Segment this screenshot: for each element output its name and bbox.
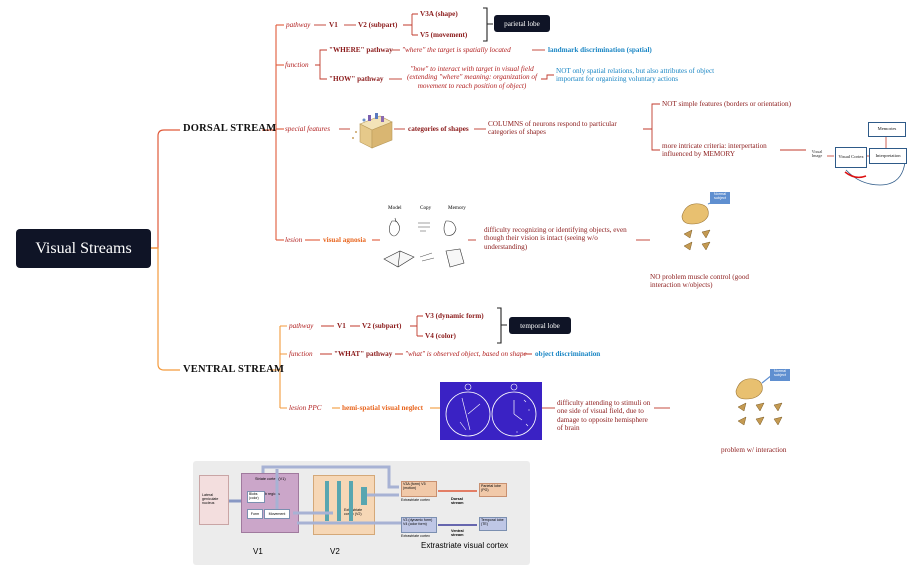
movement-box: Movement: [264, 509, 290, 519]
ventral-v2: V2 (subpart): [362, 322, 402, 330]
how-desc: "how" to interact with target in visual …: [406, 65, 538, 90]
grasping-hand-image-dorsal: Normal subject: [672, 192, 730, 260]
where-result: landmark discrimination (spatial): [548, 46, 652, 54]
neglect-clock-image: [440, 382, 542, 440]
what-pathway: "WHAT" pathway: [334, 350, 393, 358]
ventral-stream-node[interactable]: VENTRAL STREAM: [183, 364, 285, 375]
striate-label: Striate cortex (V1): [255, 477, 286, 481]
not-simple-features: NOT simple features (borders or orientat…: [662, 100, 792, 108]
visual-image-label: Visual Image: [811, 149, 823, 159]
dorsal-v1: V1: [329, 21, 338, 29]
caption-v1: V1: [253, 547, 263, 556]
ventral-v3: V3 (dynamic form): [425, 312, 484, 320]
dorsal-stream-label: Dorsal stream: [451, 497, 464, 506]
dorsal-v2: V2 (subpart): [358, 21, 398, 29]
interblob-label: Interblob regions: [253, 492, 280, 496]
columns-desc: COLUMNS of neurons respond to particular…: [488, 120, 617, 137]
striate-region: [241, 473, 299, 533]
visual-agnosia: visual agnosia: [323, 236, 366, 244]
blobs-box: Blobs (color): [247, 491, 265, 503]
memories-box: Memories: [868, 122, 906, 137]
form-box: Form: [247, 509, 263, 519]
visual-cortex-box: Visual Cortex: [835, 147, 867, 168]
dorsal-function-label: function: [285, 61, 309, 69]
shape-columns-cube-image: [350, 110, 394, 150]
ventral-pathway-label: pathway: [289, 322, 314, 330]
caption-v2: V2: [330, 547, 340, 556]
what-result: object discrimination: [535, 350, 601, 358]
ventral-v1: V1: [337, 322, 346, 330]
grasping-hand-image-ventral: Normal subject: [730, 365, 792, 443]
sketch-label-model: Model: [388, 205, 402, 211]
extrastriate-label-2: Extrastriate cortex: [401, 534, 430, 538]
ventral-stream-label: Ventral stream: [451, 529, 464, 538]
dorsal-lesion-label: lesion: [285, 236, 303, 244]
dorsal-v3a: V3A (shape): [420, 10, 458, 18]
ventral-lesion-label: lesion PPC: [289, 404, 322, 412]
how-pathway: "HOW" pathway: [329, 75, 384, 83]
dorsal-stream-node[interactable]: DORSAL STREAM: [183, 123, 277, 134]
agnosia-desc: difficulty recognizing or identifying ob…: [484, 226, 627, 251]
hemi-spatial-neglect: hemi-spatial visual neglect: [342, 404, 424, 412]
visual-pathway-figure: Lateral geniculate nucleus Striate corte…: [193, 461, 530, 565]
ventral-v4: V4 (color): [425, 332, 456, 340]
v3-v4-box: V3 (dynamic form) V4 (color form): [401, 517, 437, 533]
interpretation-box: Interpretation: [869, 148, 907, 164]
v2-region: [313, 475, 375, 535]
caption-extrastriate: Extrastriate visual cortex: [421, 541, 509, 550]
categories-of-shapes: categories of shapes: [408, 125, 469, 133]
what-desc: "what" is observed object, based on shap…: [405, 350, 527, 358]
neglect-note: problem w/ interaction: [721, 446, 787, 454]
agnosia-note: NO problem muscle control (good interact…: [650, 273, 750, 290]
agnosia-sketches-image: Model Copy Memory: [380, 203, 468, 275]
v3a-v5-box: V3A (form) V5 (motion): [401, 481, 437, 497]
temporal-box: Temporal lobe (TE): [479, 517, 507, 531]
dorsal-v5: V5 (movement): [420, 31, 468, 39]
extrastriate-label-1: Extrastriate cortex: [401, 498, 430, 502]
root-node-visual-streams[interactable]: Visual Streams: [16, 229, 151, 268]
sketch-label-copy: Copy: [420, 205, 432, 211]
normal-subject-badge-ventral: Normal subject: [770, 369, 790, 381]
where-pathway: "WHERE" pathway: [329, 46, 393, 54]
dorsal-pathway-label: pathway: [286, 21, 311, 29]
parietal-box: Parietal lobe (PG): [479, 483, 507, 497]
special-features-label: special features: [285, 125, 331, 133]
how-result: NOT only spatial relations, but also att…: [556, 67, 715, 84]
parietal-lobe-badge: parietal lobe: [494, 15, 550, 32]
ventral-function-label: function: [289, 350, 313, 358]
sketch-label-memory: Memory: [448, 205, 466, 211]
lgn-box: Lateral geniculate nucleus: [199, 475, 229, 525]
where-desc: "where" the target is spatially located: [402, 46, 511, 54]
temporal-lobe-badge: temporal lobe: [509, 317, 571, 334]
neglect-desc: difficulty attending to stimuli on one s…: [557, 399, 651, 432]
intricate-criteria: more intricate criteria: interpertation …: [662, 142, 767, 159]
